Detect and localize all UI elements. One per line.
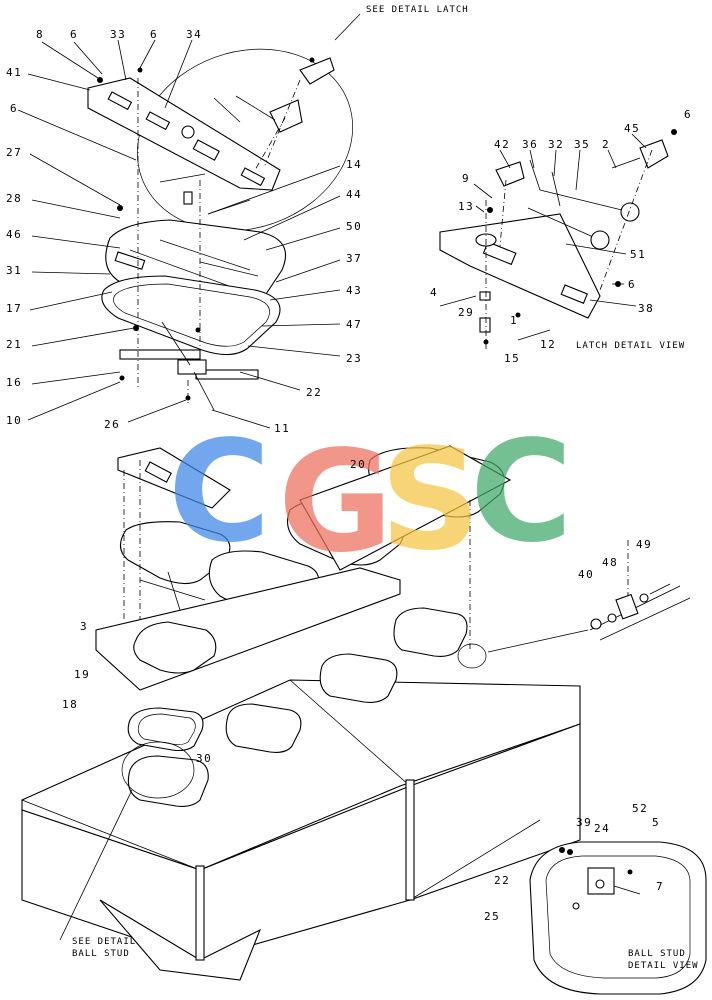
watermark-letter-2: G bbox=[278, 421, 393, 584]
part-label: 3 bbox=[80, 620, 88, 633]
callout-ball-stud-view-1: BALL STUD bbox=[628, 949, 686, 959]
part-label: 12 bbox=[540, 338, 556, 351]
part-label: 10 bbox=[6, 414, 22, 427]
part-label: 31 bbox=[6, 264, 22, 277]
part-label: 11 bbox=[274, 422, 290, 435]
part-label: 25 bbox=[484, 910, 500, 923]
part-label: 40 bbox=[578, 568, 594, 581]
watermark-letter-3: S bbox=[380, 419, 481, 582]
part-label: 21 bbox=[6, 338, 22, 351]
part-label: 47 bbox=[346, 318, 362, 331]
part-label: 19 bbox=[74, 668, 90, 681]
callout-see-detail-ball-stud-2: BALL STUD bbox=[72, 949, 130, 959]
ball-stud-detail-view bbox=[529, 841, 707, 995]
part-label: 6 bbox=[150, 28, 158, 41]
callout-ball-stud-view-2: DETAIL VIEW bbox=[628, 961, 699, 971]
part-label: 22 bbox=[306, 386, 322, 399]
part-label: 39 bbox=[576, 816, 592, 829]
part-label: 52 bbox=[632, 802, 648, 815]
part-label: 51 bbox=[630, 248, 646, 261]
part-label: 41 bbox=[6, 66, 22, 79]
part-label: 9 bbox=[462, 172, 470, 185]
part-label: 6 bbox=[684, 108, 692, 121]
part-label: 6 bbox=[70, 28, 78, 41]
part-label: 37 bbox=[346, 252, 362, 265]
lid-gasket bbox=[101, 275, 281, 356]
watermark-letter-4: C bbox=[470, 411, 573, 574]
ball-stud-detail-circle bbox=[121, 741, 195, 799]
part-label: 34 bbox=[186, 28, 202, 41]
part-labels: 8 6 33 6 34 41 6 27 28 46 31 17 21 16 10… bbox=[6, 28, 692, 923]
part-label: 43 bbox=[346, 284, 362, 297]
part-label: 48 bbox=[602, 556, 618, 569]
part-label: 6 bbox=[10, 102, 18, 115]
part-label: 7 bbox=[656, 880, 664, 893]
cross-brace bbox=[119, 321, 259, 411]
part-label: 50 bbox=[346, 220, 362, 233]
part-label: 13 bbox=[458, 200, 474, 213]
part-label: 35 bbox=[574, 138, 590, 151]
part-label: 38 bbox=[638, 302, 654, 315]
part-label: 45 bbox=[624, 122, 640, 135]
part-label: 20 bbox=[350, 458, 366, 471]
part-label: 8 bbox=[36, 28, 44, 41]
part-label: 49 bbox=[636, 538, 652, 551]
part-label: 16 bbox=[6, 376, 22, 389]
part-label: 30 bbox=[196, 752, 212, 765]
part-label: 46 bbox=[6, 228, 22, 241]
latch-detail-view bbox=[439, 129, 677, 350]
part-label: 44 bbox=[346, 188, 362, 201]
part-label: 28 bbox=[6, 192, 22, 205]
bracket-detail bbox=[487, 540, 691, 653]
part-label: 15 bbox=[504, 352, 520, 365]
part-label: 6 bbox=[628, 278, 636, 291]
part-label: 2 bbox=[602, 138, 610, 151]
part-label: 1 bbox=[510, 314, 518, 327]
part-label: 29 bbox=[458, 306, 474, 319]
part-label: 4 bbox=[430, 286, 438, 299]
part-label: 33 bbox=[110, 28, 126, 41]
watermark-letter-1: C bbox=[168, 411, 271, 574]
part-label: 22 bbox=[494, 874, 510, 887]
part-label: 32 bbox=[548, 138, 564, 151]
part-label: 26 bbox=[104, 418, 120, 431]
callout-see-detail-latch: SEE DETAIL LATCH bbox=[366, 5, 469, 15]
latch-detail-circle bbox=[136, 48, 354, 232]
part-label: 36 bbox=[522, 138, 538, 151]
callout-latch-detail-view: LATCH DETAIL VIEW bbox=[576, 341, 685, 351]
part-label: 24 bbox=[594, 822, 610, 835]
part-label: 27 bbox=[6, 146, 22, 159]
part-label: 17 bbox=[6, 302, 22, 315]
part-label: 23 bbox=[346, 352, 362, 365]
watermark: C G S C bbox=[168, 411, 573, 584]
leader-lines-latch bbox=[473, 133, 647, 307]
part-label: 42 bbox=[494, 138, 510, 151]
hopper-body bbox=[21, 567, 581, 981]
leader-lines-top bbox=[17, 39, 341, 429]
callout-see-detail-ball-stud-1: SEE DETAIL bbox=[72, 937, 136, 947]
part-label: 5 bbox=[652, 816, 660, 829]
lid-assembly bbox=[87, 13, 361, 411]
part-label: 14 bbox=[346, 158, 362, 171]
part-label: 18 bbox=[62, 698, 78, 711]
